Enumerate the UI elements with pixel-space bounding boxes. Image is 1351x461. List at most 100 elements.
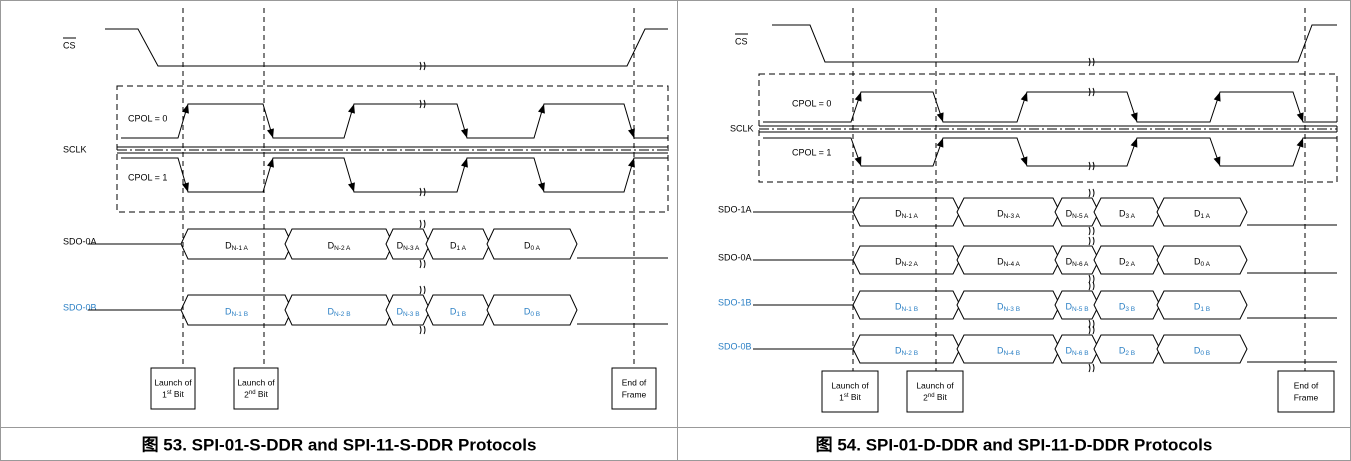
data-cell-label: DN-1 A: [225, 240, 248, 251]
data-cell-label: DN-1 A: [895, 208, 918, 219]
clock-edge-arrow: [461, 158, 468, 168]
marker-label-line2: 2nd Bit: [923, 392, 947, 402]
data-cell-label: D1 B: [1194, 301, 1210, 312]
clock-edge-arrow: [628, 158, 635, 168]
marker-label-line1: End of: [622, 377, 647, 387]
data-row-label: SDO-0A: [63, 236, 97, 246]
data-cell-label: D2 A: [1119, 256, 1136, 267]
clock-edge-arrow: [936, 112, 944, 122]
marker-label-line1: Launch of: [831, 380, 869, 390]
sclk-dashed-box: [758, 73, 1338, 183]
cpol0-label: CPOL = 0: [792, 98, 831, 108]
data-row-break-mark: [1088, 325, 1095, 335]
data-row-break-mark: [1088, 236, 1095, 246]
data-cell-label: DN-3 A: [397, 240, 420, 251]
data-cell-outline: [1156, 197, 1248, 227]
marker-label-box: [150, 367, 196, 410]
data-cell: DN-1 B: [180, 294, 293, 326]
marker-label-line1: End of: [1294, 380, 1319, 390]
marker-label-line1: Launch of: [237, 377, 275, 387]
data-cell-label: D0 A: [1194, 256, 1211, 267]
cs-waveform: [772, 24, 1337, 63]
data-cell: DN-4 A: [956, 245, 1061, 275]
clock-edge-arrow: [1020, 156, 1028, 166]
cpol1-clock-waveform: [763, 137, 1337, 167]
data-cell: D0 A: [1156, 245, 1248, 275]
data-cell: DN-6 A: [1054, 245, 1100, 275]
cpol0-break-mark: [419, 99, 426, 109]
data-row-break-mark: [419, 325, 426, 335]
clock-edge-arrow: [348, 104, 355, 114]
clock-edge-arrow: [182, 182, 189, 192]
data-row-label: SDO-1A: [718, 204, 752, 214]
data-cell-outline: [486, 294, 578, 326]
data-cell: DN-6 B: [1054, 334, 1100, 364]
marker-label-line1: Launch of: [916, 380, 954, 390]
data-cell: D3 A: [1093, 197, 1161, 227]
data-cell: D3 B: [1093, 290, 1161, 320]
data-row-label: SDO-0B: [63, 302, 97, 312]
cpol0-label: CPOL = 0: [128, 113, 167, 123]
marker-label-line1: Launch of: [154, 377, 192, 387]
clock-edge-arrow: [1130, 112, 1138, 122]
data-row-break-mark: [419, 285, 426, 295]
data-cell: D0 A: [486, 228, 578, 260]
data-cell: D1 A: [425, 228, 491, 260]
cpol0-clock-waveform: [121, 103, 668, 139]
marker-label-line2: 2nd Bit: [244, 389, 268, 399]
data-cell-label: DN-4 A: [997, 256, 1020, 267]
data-row-break-mark: [419, 219, 426, 229]
clock-edge-arrow: [854, 92, 862, 102]
data-cell: DN-2 B: [284, 294, 394, 326]
data-cell-outline: [1156, 290, 1248, 320]
data-cell: DN-1 B: [852, 290, 961, 320]
clock-edge-arrow: [461, 128, 468, 138]
right-panel-border: [677, 0, 1351, 461]
cs-waveform: [105, 28, 668, 67]
data-cell: DN-3 B: [956, 290, 1061, 320]
data-row-label: SDO-0A: [718, 252, 752, 262]
data-row-break-mark: [1088, 363, 1095, 373]
data-cell-label: D0 B: [1194, 345, 1210, 356]
cpol0-break-mark: [1088, 87, 1095, 97]
cpol1-break-mark: [419, 187, 426, 197]
marker-label-box: [1277, 370, 1335, 413]
data-cell-label: D2 B: [1119, 345, 1135, 356]
data-cell-label: D1 A: [1194, 208, 1211, 219]
data-cell: D0 B: [1156, 334, 1248, 364]
data-cell-label: D1 B: [450, 306, 466, 317]
data-cell-label: DN-3 B: [997, 301, 1020, 312]
clock-edge-arrow: [1213, 92, 1221, 102]
data-row-break-mark: [1088, 274, 1095, 284]
clock-edge-arrow: [1296, 112, 1304, 122]
data-cell-label: DN-6 A: [1066, 256, 1089, 267]
clock-edge-arrow: [628, 128, 635, 138]
cs-break-mark: [419, 61, 426, 71]
clock-edge-arrow: [348, 182, 355, 192]
data-cell-label: D0 B: [524, 306, 540, 317]
sclk-label: SCLK: [63, 144, 87, 154]
data-cell: DN-3 A: [956, 197, 1061, 227]
cs-break-mark: [1088, 57, 1095, 67]
data-cell-outline: [1156, 245, 1248, 275]
data-cell-label: DN-3 B: [396, 306, 419, 317]
data-cell: DN-5 A: [1054, 197, 1100, 227]
data-cell: DN-2 A: [284, 228, 394, 260]
data-cell-label: DN-2 A: [328, 240, 351, 251]
cpol0-clock-waveform: [763, 91, 1337, 123]
data-cell-label: DN-4 B: [997, 345, 1020, 356]
data-cell-label: D0 A: [524, 240, 541, 251]
data-cell-label: DN-2 B: [327, 306, 350, 317]
data-cell-label: DN-1 B: [225, 306, 248, 317]
data-cell-label: DN-1 B: [895, 301, 918, 312]
cs-label: CS: [63, 40, 76, 50]
left-figure-caption: 图 53. SPI-01-S-DDR and SPI-11-S-DDR Prot…: [142, 435, 537, 454]
data-cell: DN-4 B: [956, 334, 1061, 364]
data-cell: DN-1 A: [852, 197, 961, 227]
data-cell-label: D3 A: [1119, 208, 1136, 219]
data-cell-label: DN-5 A: [1066, 208, 1089, 219]
clock-edge-arrow: [1130, 138, 1138, 148]
